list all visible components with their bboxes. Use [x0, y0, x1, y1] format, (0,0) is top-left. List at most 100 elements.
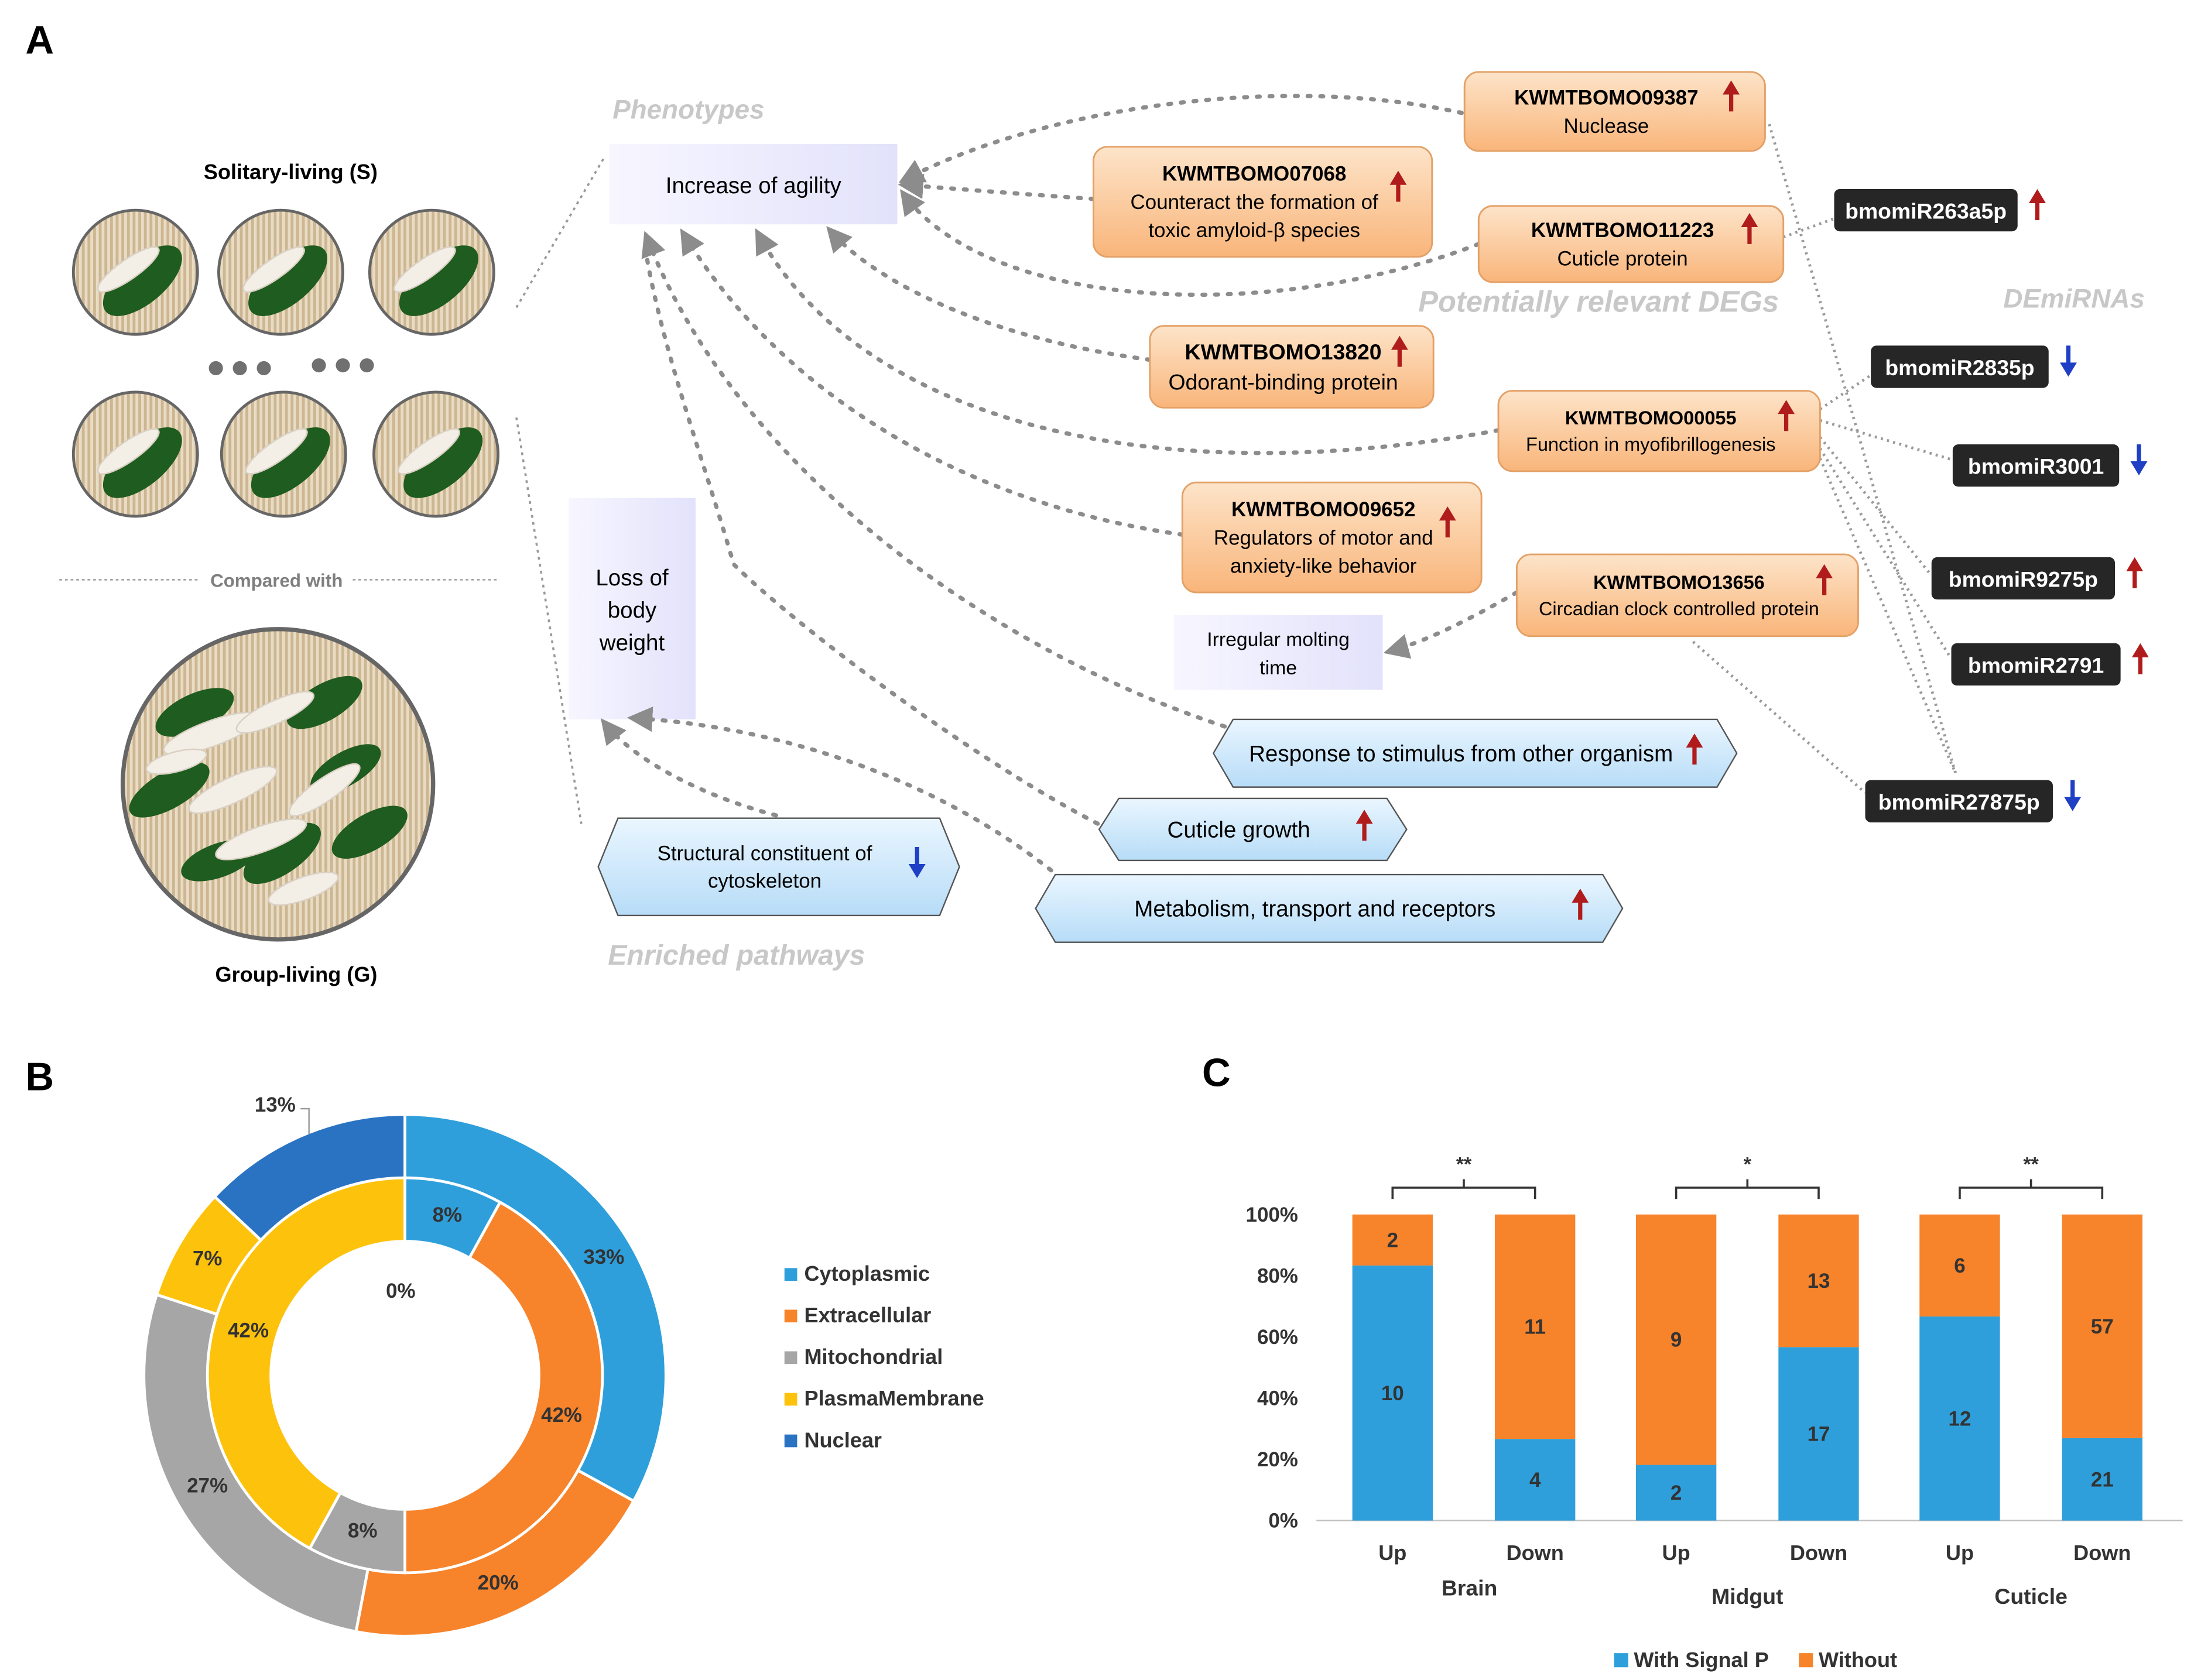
mirna-label: bmomiR2791	[1968, 653, 2104, 677]
mirna-links	[1692, 124, 1957, 794]
deg-description: Regulators of motor and	[1214, 526, 1433, 549]
inner-data-label: 0%	[386, 1280, 415, 1302]
solitary-dishes	[71, 208, 500, 518]
panel-c: C 0%20%40%60%80%100%102Up411Down29Up1713…	[1202, 1051, 2183, 1672]
phenotype-molting: Irregular molting time	[1173, 615, 1383, 690]
significance-bracket	[1959, 1179, 2104, 1199]
legend-label: Cytoplasmic	[804, 1261, 930, 1285]
inner-slice-extracellular	[403, 1200, 604, 1575]
bar-without	[1635, 1214, 1717, 1465]
mirna-box: bmomiR9275p	[1931, 557, 2144, 600]
pathway-label: Structural constituent of	[658, 842, 872, 865]
y-tick-label: 60%	[1257, 1326, 1298, 1349]
inner-data-label: 42%	[228, 1319, 269, 1342]
y-tick-label: 20%	[1257, 1448, 1298, 1471]
up-arrow-icon	[1391, 335, 1408, 367]
solitary-label: Solitary-living (S)	[204, 160, 378, 184]
bar-value-label: 10	[1381, 1382, 1404, 1405]
mirna-box: bmomiR263a5p	[1834, 188, 2046, 232]
up-arrow-icon	[1355, 810, 1373, 841]
group-dish	[121, 627, 436, 942]
legend-label: PlasmaMembrane	[804, 1386, 984, 1410]
mirna-label: bmomiR27875p	[1878, 790, 2040, 814]
pathway-box: Response to stimulus from other organism	[1212, 718, 1738, 788]
bar-value-label: 2	[1387, 1229, 1398, 1252]
up-arrow-icon	[2126, 557, 2144, 588]
donut-chart: 33%20%27%7%13%8%42%8%42%0%	[142, 1093, 668, 1638]
mirna-label: bmomiR2835p	[1885, 355, 2034, 380]
bar-value-label: 12	[1949, 1407, 1971, 1430]
mirna-label: bmomiR9275p	[1949, 567, 2098, 591]
group-label: Brain	[1442, 1575, 1497, 1600]
bar-with-signal-p	[1494, 1439, 1576, 1521]
solitary-dish	[372, 390, 500, 518]
mirna-boxes: bmomiR263a5p bmomiR2835p bmomiR3001 bmomiR9…	[1834, 188, 2149, 822]
pathway-boxes: Response to stimulus from other organism…	[597, 718, 1738, 943]
legend-swatch	[784, 1351, 797, 1364]
legend-label: Extracellular	[804, 1303, 931, 1327]
bar-value-label: 11	[1524, 1316, 1546, 1339]
legend-label: Nuclear	[804, 1428, 882, 1452]
svg-text:Loss of: Loss of	[595, 565, 669, 591]
svg-text:weight: weight	[599, 630, 665, 656]
bar-without	[1352, 1214, 1433, 1266]
stacked-bar-chart: 0%20%40%60%80%100%102Up411Down29Up1713Do…	[1246, 1153, 2183, 1672]
panel-c-letter: C	[1202, 1051, 1231, 1095]
pathway-label: Response to stimulus from other organism	[1249, 741, 1673, 766]
bar-without	[1919, 1214, 2000, 1317]
panel-a: A Solitary-living (S) Compared with	[25, 19, 2149, 986]
significance-bracket	[1675, 1179, 1820, 1199]
legend-label: With Signal P	[1634, 1648, 1768, 1672]
pathway-label: Metabolism, transport and receptors	[1134, 896, 1495, 921]
x-tick-label: Up	[1946, 1541, 1974, 1565]
donut-legend: CytoplasmicExtracellularMitochondrialPla…	[784, 1261, 984, 1452]
bar-value-label: 57	[2091, 1315, 2114, 1338]
panel-a-letter: A	[25, 19, 54, 63]
deg-id: KWMTBOMO09387	[1514, 87, 1698, 109]
compared-with-label: Compared with	[210, 570, 343, 591]
deg-description: Function in myofibrillogenesis	[1526, 434, 1776, 455]
bar-value-label: 9	[1671, 1329, 1682, 1352]
up-arrow-icon	[2029, 188, 2046, 220]
deg-description: toxic amyloid-β species	[1148, 219, 1360, 242]
x-tick-label: Up	[1662, 1541, 1690, 1565]
panel-b: B 33%20%27%7%13%8%42%8%42%0% Cytoplasmic…	[25, 1055, 984, 1638]
pathway-label: Cuticle growth	[1168, 817, 1310, 842]
mirna-box: bmomiR2835p	[1871, 345, 2077, 388]
down-arrow-icon	[2130, 444, 2148, 476]
legend-swatch	[1799, 1653, 1813, 1668]
svg-text:Increase of agility: Increase of agility	[666, 173, 842, 198]
outer-data-label: 7%	[193, 1247, 222, 1270]
deg-description: anxiety-like behavior	[1230, 555, 1417, 578]
solitary-dish	[368, 208, 495, 336]
significance-marker: *	[1744, 1153, 1752, 1175]
legend-swatch	[1614, 1653, 1628, 1668]
bar-without	[1494, 1214, 1576, 1439]
x-tick-label: Up	[1378, 1541, 1406, 1565]
panel-b-letter: B	[25, 1055, 54, 1099]
deg-id: KWMTBOMO07068	[1162, 163, 1346, 186]
up-arrow-icon	[1439, 506, 1456, 538]
deg-boxes: KWMTBOMO09387NucleaseKWMTBOMO07068Counte…	[1093, 71, 1859, 637]
legend-swatch	[784, 1434, 797, 1448]
deg-description: Nuclease	[1564, 115, 1649, 138]
bar-with-signal-p	[1919, 1316, 2000, 1521]
outer-data-label: 33%	[583, 1246, 624, 1268]
legend-label: Mitochondrial	[804, 1345, 943, 1369]
legend-swatch	[784, 1268, 797, 1281]
inner-slice-plasmamembrane	[206, 1176, 406, 1551]
up-arrow-icon	[2131, 643, 2149, 674]
phenotypes-section-label: Phenotypes	[612, 94, 764, 124]
y-tick-label: 0%	[1268, 1510, 1298, 1532]
mirna-box: bmomiR3001	[1952, 444, 2148, 487]
bar-with-signal-p	[1778, 1347, 1859, 1521]
svg-text:body: body	[608, 598, 657, 623]
inner-data-label: 42%	[541, 1404, 582, 1427]
pathways-section-label: Enriched pathways	[608, 940, 865, 971]
y-tick-label: 40%	[1257, 1387, 1298, 1410]
svg-text:time: time	[1259, 657, 1297, 679]
significance-marker: **	[1456, 1153, 1472, 1175]
